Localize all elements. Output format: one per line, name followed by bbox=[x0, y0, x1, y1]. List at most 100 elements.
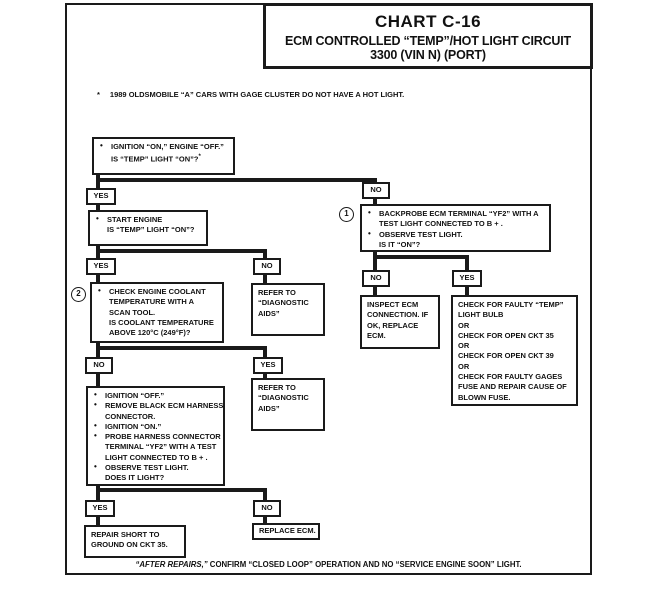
box-line: START ENGINE bbox=[90, 214, 206, 225]
box-line: CHECK FOR OPEN CKT 35 bbox=[458, 330, 554, 340]
box-line: DOES IT LIGHT? bbox=[105, 473, 165, 483]
label-no: NO bbox=[253, 258, 281, 275]
decision-ignition-check: IGNITION “ON,” ENGINE “OFF.” IS “TEMP” L… bbox=[92, 137, 235, 175]
box-line: IGNITION “ON.” bbox=[88, 421, 223, 432]
connector-line bbox=[373, 199, 377, 205]
box-line: TEST LIGHT CONNECTED TO B + . bbox=[379, 219, 503, 229]
box-line: REFER TO bbox=[258, 288, 296, 297]
callout-1: 1 bbox=[339, 207, 354, 222]
action-refer-diagnostic-aids: REFER TO “DIAGNOSTIC AIDS” bbox=[251, 378, 325, 431]
box-line: INSPECT ECM bbox=[367, 300, 419, 309]
label-no: NO bbox=[253, 500, 281, 517]
box-line: TEMPERATURE WITH A bbox=[109, 297, 194, 307]
chart-title-box: CHART C-16 ECM CONTROLLED “TEMP”/HOT LIG… bbox=[263, 3, 593, 69]
box-line: CHECK FOR FAULTY “TEMP” bbox=[458, 300, 564, 309]
footer-note: “AFTER REPAIRS,” CONFIRM “CLOSED LOOP” O… bbox=[65, 560, 592, 569]
connector-line bbox=[96, 205, 100, 211]
connector-line bbox=[373, 252, 377, 270]
box-line: IS COOLANT TEMPERATURE bbox=[109, 317, 214, 327]
box-line: REMOVE BLACK ECM HARNESS bbox=[88, 400, 223, 411]
connector-line bbox=[96, 346, 267, 350]
box-line: CONNECTION. IF bbox=[367, 310, 429, 320]
box-line: “DIAGNOSTIC bbox=[258, 393, 309, 403]
connector-line bbox=[263, 249, 267, 258]
footnote-ref: * bbox=[198, 154, 201, 161]
label-yes: YES bbox=[452, 270, 482, 287]
action-backprobe-ecm: BACKPROBE ECM TERMINAL “YF2” WITH A TEST… bbox=[360, 204, 551, 252]
decision-start-engine: START ENGINE IS “TEMP” LIGHT “ON”? bbox=[88, 210, 208, 246]
label-no: NO bbox=[362, 182, 390, 199]
box-line: REPLACE ECM. bbox=[259, 526, 316, 535]
connector-line bbox=[96, 373, 100, 386]
box-line: ECM. bbox=[367, 330, 386, 340]
connector-line bbox=[373, 178, 377, 184]
box-line: IS “TEMP” LIGHT “ON”? bbox=[107, 225, 195, 235]
box-line: OR bbox=[458, 341, 470, 351]
connector-line bbox=[96, 485, 100, 500]
connector-line bbox=[263, 373, 267, 379]
connector-line bbox=[96, 343, 100, 357]
connector-line bbox=[96, 516, 100, 525]
box-line: BLOWN FUSE. bbox=[458, 392, 511, 402]
action-check-faulty-circuit: CHECK FOR FAULTY “TEMP” LIGHT BULB OR CH… bbox=[451, 295, 578, 406]
chart-subtitle: 3300 (VIN N) (PORT) bbox=[370, 48, 486, 62]
box-line: OR bbox=[458, 320, 470, 330]
connector-line bbox=[465, 255, 469, 270]
box-line: GROUND ON CKT 35. bbox=[91, 540, 168, 550]
box-line: ABOVE 120°C (249°F)? bbox=[109, 328, 191, 338]
connector-line bbox=[465, 286, 469, 295]
box-line: TERMINAL “YF2” WITH A TEST bbox=[105, 442, 217, 452]
connector-line bbox=[263, 488, 267, 500]
box-line: IGNITION “ON,” ENGINE “OFF.” bbox=[94, 141, 233, 152]
box-line: REPAIR SHORT TO bbox=[91, 530, 160, 539]
action-probe-harness: IGNITION “OFF.” REMOVE BLACK ECM HARNESS… bbox=[86, 386, 225, 486]
connector-line bbox=[96, 275, 100, 283]
box-line: OBSERVE TEST LIGHT. bbox=[88, 462, 223, 473]
action-repair-short: REPAIR SHORT TO GROUND ON CKT 35. bbox=[84, 525, 186, 558]
box-line-text: IS “TEMP” LIGHT “ON”? bbox=[111, 154, 199, 164]
box-line: LIGHT CONNECTED TO B + . bbox=[105, 452, 208, 462]
box-line: AIDS” bbox=[258, 308, 280, 318]
connector-line bbox=[373, 255, 469, 259]
footer-text: CONFIRM “CLOSED LOOP” OPERATION AND NO “… bbox=[207, 560, 522, 569]
box-line: CHECK ENGINE COOLANT bbox=[92, 286, 222, 297]
action-replace-ecm: REPLACE ECM. bbox=[252, 523, 320, 540]
connector-line bbox=[373, 286, 377, 295]
footnote-marker: * bbox=[97, 90, 100, 99]
chart-title: ECM CONTROLLED “TEMP”/HOT LIGHT CIRCUIT bbox=[285, 34, 571, 48]
box-line: LIGHT BULB bbox=[458, 310, 504, 320]
box-line: CHECK FOR OPEN CKT 39 bbox=[458, 351, 554, 361]
action-refer-diagnostic-aids: REFER TO “DIAGNOSTIC AIDS” bbox=[251, 283, 325, 336]
connector-line bbox=[263, 516, 267, 523]
box-line: PROBE HARNESS CONNECTOR bbox=[88, 431, 223, 442]
connector-line bbox=[96, 488, 267, 492]
box-line: OBSERVE TEST LIGHT. bbox=[362, 229, 549, 240]
box-line: OK, REPLACE bbox=[367, 320, 419, 330]
action-inspect-ecm: INSPECT ECM CONNECTION. IF OK, REPLACE E… bbox=[360, 295, 440, 349]
footnote: * 1989 OLDSMOBILE “A” CARS WITH GAGE CLUS… bbox=[97, 90, 404, 99]
footnote-text: 1989 OLDSMOBILE “A” CARS WITH GAGE CLUST… bbox=[109, 90, 405, 99]
connector-line bbox=[96, 178, 377, 182]
label-yes: YES bbox=[86, 258, 116, 275]
box-line: REFER TO bbox=[258, 383, 296, 392]
footer-italic: “AFTER REPAIRS,” bbox=[135, 560, 208, 569]
box-line: “DIAGNOSTIC bbox=[258, 298, 309, 308]
box-line: CONNECTOR. bbox=[105, 411, 156, 421]
box-line: AIDS” bbox=[258, 403, 280, 413]
box-line: FUSE AND REPAIR CAUSE OF bbox=[458, 382, 567, 392]
box-line: IGNITION “OFF.” bbox=[88, 390, 223, 401]
decision-coolant-temp: CHECK ENGINE COOLANT TEMPERATURE WITH A … bbox=[90, 282, 224, 343]
connector-line bbox=[96, 249, 267, 253]
chart-id: CHART C-16 bbox=[374, 12, 482, 31]
label-no: NO bbox=[85, 357, 113, 374]
callout-2: 2 bbox=[71, 287, 86, 302]
box-line: CHECK FOR FAULTY GAGES bbox=[458, 372, 563, 382]
label-yes: YES bbox=[85, 500, 115, 517]
label-yes: YES bbox=[253, 357, 283, 374]
label-yes: YES bbox=[86, 188, 116, 205]
box-line: IS “TEMP” LIGHT “ON”?* bbox=[94, 152, 233, 165]
connector-line bbox=[263, 346, 267, 357]
box-line: IS IT “ON”? bbox=[379, 239, 421, 249]
box-line: BACKPROBE ECM TERMINAL “YF2” WITH A bbox=[362, 208, 549, 219]
